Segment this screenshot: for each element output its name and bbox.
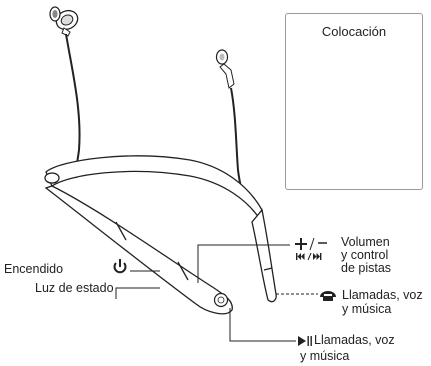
volume-label-line3: de pistas	[341, 262, 391, 276]
power-label: Encendido	[4, 263, 63, 277]
calls-voice-label-line2: y música	[342, 303, 391, 317]
inset-title: Colocación	[286, 24, 422, 39]
left-cable	[66, 34, 80, 178]
play-calls-label-line2: y música	[300, 350, 349, 364]
plus-minus-icon	[295, 238, 327, 250]
play-calls-label-line1: Llamadas, voz	[314, 334, 395, 348]
play-pause-icon	[298, 336, 312, 346]
right-earbud	[217, 50, 235, 88]
phone-icon	[320, 291, 336, 301]
placement-inset: Colocación	[285, 13, 423, 190]
track-skip-icon	[296, 253, 321, 260]
left-earbud	[50, 7, 81, 36]
calls-voice-label-line1: Llamadas, voz	[342, 289, 423, 303]
status-light-label: Luz de estado	[35, 282, 114, 296]
right-cable	[231, 88, 241, 187]
power-icon	[115, 259, 126, 272]
